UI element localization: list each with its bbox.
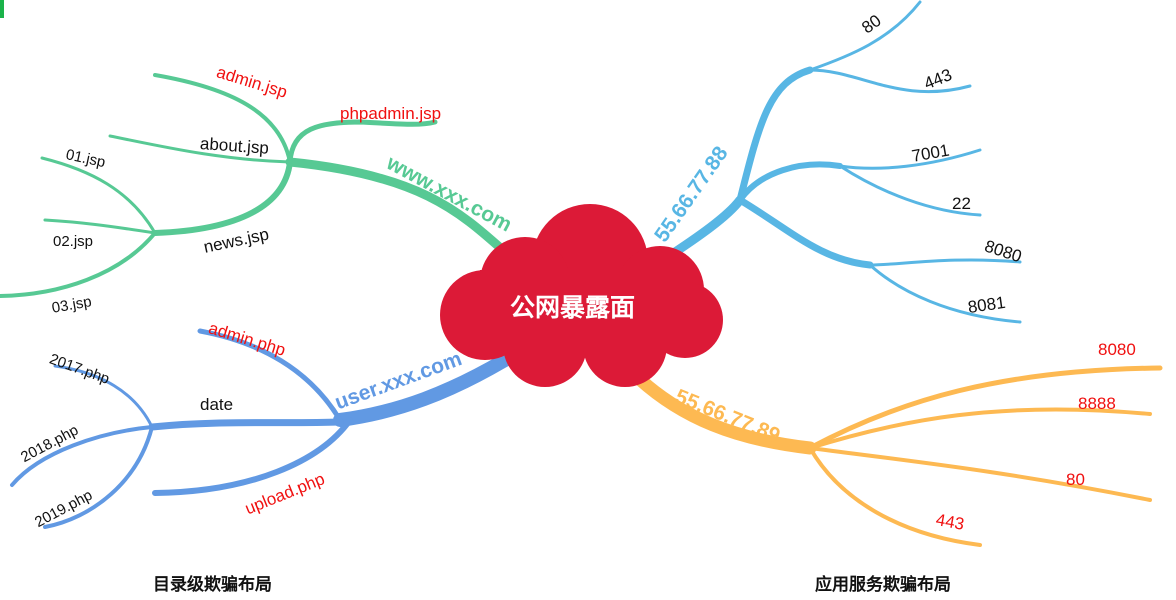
port-443-line [808, 446, 982, 547]
port-8080-line [868, 258, 1022, 267]
upload-php-line [152, 417, 353, 496]
port-8888-line [808, 407, 1152, 450]
right-section-title: 应用服务欺骗布局 [815, 575, 951, 594]
2019-php-line [43, 425, 154, 529]
news-jsp-line [152, 159, 293, 236]
lower-fork [736, 196, 874, 269]
port-8888-label: 8888 [1078, 394, 1116, 413]
port-22-line [838, 164, 982, 217]
02-jsp-line [43, 218, 157, 235]
port-443-line [808, 68, 972, 94]
2017-php-line [53, 364, 154, 429]
port-8080-label: 8080 [1098, 340, 1136, 359]
ip89-branch-lines [623, 363, 1163, 547]
01-jsp-line [40, 156, 157, 235]
phpadmin-jsp-line [287, 119, 438, 165]
left-section-title: 目录级欺骗布局 [153, 575, 272, 594]
ip89-trunk [623, 363, 817, 455]
02-jsp-label: 02.jsp [53, 233, 94, 250]
user-trunk [333, 353, 512, 427]
port-22-label: 22 [952, 194, 971, 213]
middle-fork [737, 161, 843, 203]
admin-jsp-line [153, 73, 292, 164]
date-line [148, 418, 344, 431]
center-cloud [440, 204, 723, 387]
port-80-line [808, 446, 1152, 502]
upper-fork [736, 66, 814, 204]
phpadmin-jsp-label: phpadmin.jsp [340, 104, 442, 123]
03-jsp-line [0, 231, 157, 298]
www-trunk [285, 157, 510, 257]
corner-marker [0, 0, 4, 18]
center-label: 公网暴露面 [510, 294, 636, 322]
www-branch-lines [0, 73, 510, 298]
about-jsp-line [108, 134, 292, 164]
port-80-line [808, 0, 922, 72]
2018-php-line [10, 425, 154, 487]
ip88-branch-lines [655, 0, 1022, 324]
user-branch-lines [10, 328, 512, 529]
date-label: date [200, 395, 234, 414]
port-8081-line [868, 263, 1022, 324]
port-80-label: 80 [1066, 470, 1085, 489]
admin-php-line [197, 328, 343, 423]
port-7001-line [838, 148, 982, 170]
port-8080-line [807, 365, 1163, 451]
